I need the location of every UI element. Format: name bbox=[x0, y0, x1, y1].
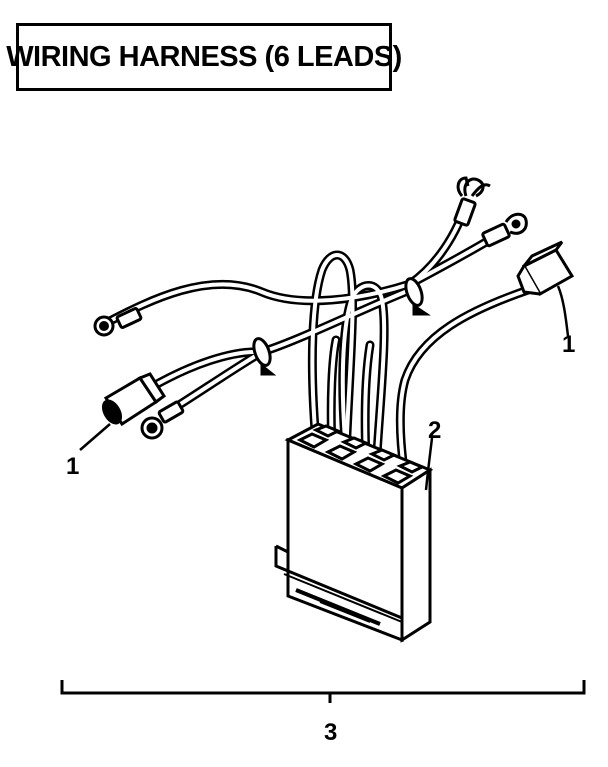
terminal-block-slots bbox=[296, 424, 426, 485]
callout-right-connector: 1 bbox=[562, 331, 575, 358]
fork-terminals bbox=[453, 176, 528, 248]
cable-tie-right-tab bbox=[412, 303, 431, 316]
terminal-block-side bbox=[400, 467, 432, 643]
connector-right bbox=[516, 240, 575, 297]
leader-terminal-block bbox=[424, 437, 434, 491]
leader-right-connector bbox=[556, 285, 570, 337]
ring-terminal-upper-left bbox=[93, 307, 143, 337]
cable-tie-right bbox=[404, 277, 424, 307]
cable-ties bbox=[252, 277, 431, 376]
cable-tie-left bbox=[252, 337, 272, 367]
diagram-title: WIRING HARNESS (6 LEADS) bbox=[6, 40, 402, 73]
callout-left-connector: 1 bbox=[66, 453, 79, 480]
terminal-block bbox=[274, 422, 434, 643]
callout-assembly: 3 bbox=[324, 719, 337, 746]
fork-terminal-second bbox=[481, 212, 528, 248]
leader-lines bbox=[79, 285, 570, 491]
cable-tie-left-tab bbox=[260, 362, 277, 376]
title-box: WIRING HARNESS (6 LEADS) bbox=[6, 23, 402, 91]
connectors bbox=[101, 240, 575, 427]
callout-terminal-block: 2 bbox=[428, 417, 441, 444]
ring-terminal-lower-left bbox=[140, 400, 185, 440]
fork-terminal-top bbox=[453, 176, 491, 227]
assembly-bracket bbox=[60, 680, 586, 703]
connector-left bbox=[101, 372, 167, 427]
leader-left-connector bbox=[79, 423, 111, 451]
ring-terminals bbox=[93, 307, 185, 440]
